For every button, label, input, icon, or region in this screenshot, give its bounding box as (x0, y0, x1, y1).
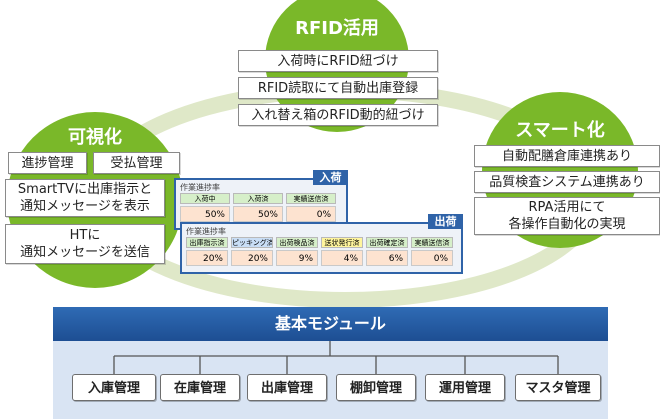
smart-item-3: RPA活用にて 各操作自動化の実現 (474, 197, 660, 235)
rfid-title: RFID活用 (295, 18, 379, 39)
rfid-item-2: RFID読取にて自動出庫登録 (238, 77, 438, 99)
module-inbound: 入庫管理 (72, 374, 156, 401)
outbound-header: 出荷確定済 (366, 237, 408, 248)
outbound-value: 4% (321, 250, 363, 266)
inbound-title: 作業進捗率 (180, 183, 220, 192)
outbound-header: 送状発行済 (321, 237, 363, 248)
visual-item-smarttv: SmartTVに出庫指示と 通知メッセージを表示 (5, 179, 165, 217)
inbound-value: 0% (286, 206, 336, 222)
inbound-header: 入荷済 (233, 193, 283, 204)
outbound-value: 20% (231, 250, 273, 266)
outbound-header: 出庫指示済 (186, 237, 228, 248)
module-inventory: 在庫管理 (160, 374, 240, 401)
visual-item-progress: 進捗管理 (8, 152, 87, 174)
inbound-grid: 入荷中 50% 入荷済 50% 実績送信済 0% (180, 193, 339, 222)
inbound-header: 入荷中 (180, 193, 230, 204)
rfid-item-3: 入れ替え箱のRFID動的紐づけ (238, 104, 438, 126)
visual-item-receipt: 受払管理 (93, 152, 180, 174)
outbound-header: 実績送信済 (411, 237, 453, 248)
outbound-title: 作業進捗率 (186, 227, 226, 236)
inbound-tab: 入荷 (313, 170, 348, 185)
outbound-grid: 出庫指示済 20% ピッキング済 20% 出荷検品済 9% 送状発行済 4% 出… (186, 237, 456, 266)
outbound-value: 0% (411, 250, 453, 266)
module-master: マスタ管理 (515, 374, 601, 401)
inbound-value: 50% (233, 206, 283, 222)
visual-item-ht: HTに 通知メッセージを送信 (5, 224, 165, 264)
inbound-header: 実績送信済 (286, 193, 336, 204)
outbound-tab: 出荷 (428, 214, 463, 229)
outbound-value: 6% (366, 250, 408, 266)
visual-title: 可視化 (68, 127, 122, 148)
outbound-value: 9% (276, 250, 318, 266)
smart-item-1: 自動配膳倉庫連携あり (474, 145, 660, 167)
module-stocktake: 棚卸管理 (336, 374, 416, 401)
module-outbound: 出庫管理 (247, 374, 327, 401)
base-module-title: 基本モジュール (53, 307, 608, 341)
module-operation: 運用管理 (425, 374, 505, 401)
smart-item-2: 品質検査システム連携あり (474, 171, 660, 193)
outbound-header: 出荷検品済 (276, 237, 318, 248)
smart-title: スマート化 (515, 120, 605, 141)
outbound-value: 20% (186, 250, 228, 266)
outbound-header: ピッキング済 (231, 237, 273, 248)
inbound-value: 50% (180, 206, 230, 222)
rfid-item-1: 入荷時にRFID紐づけ (238, 50, 438, 72)
